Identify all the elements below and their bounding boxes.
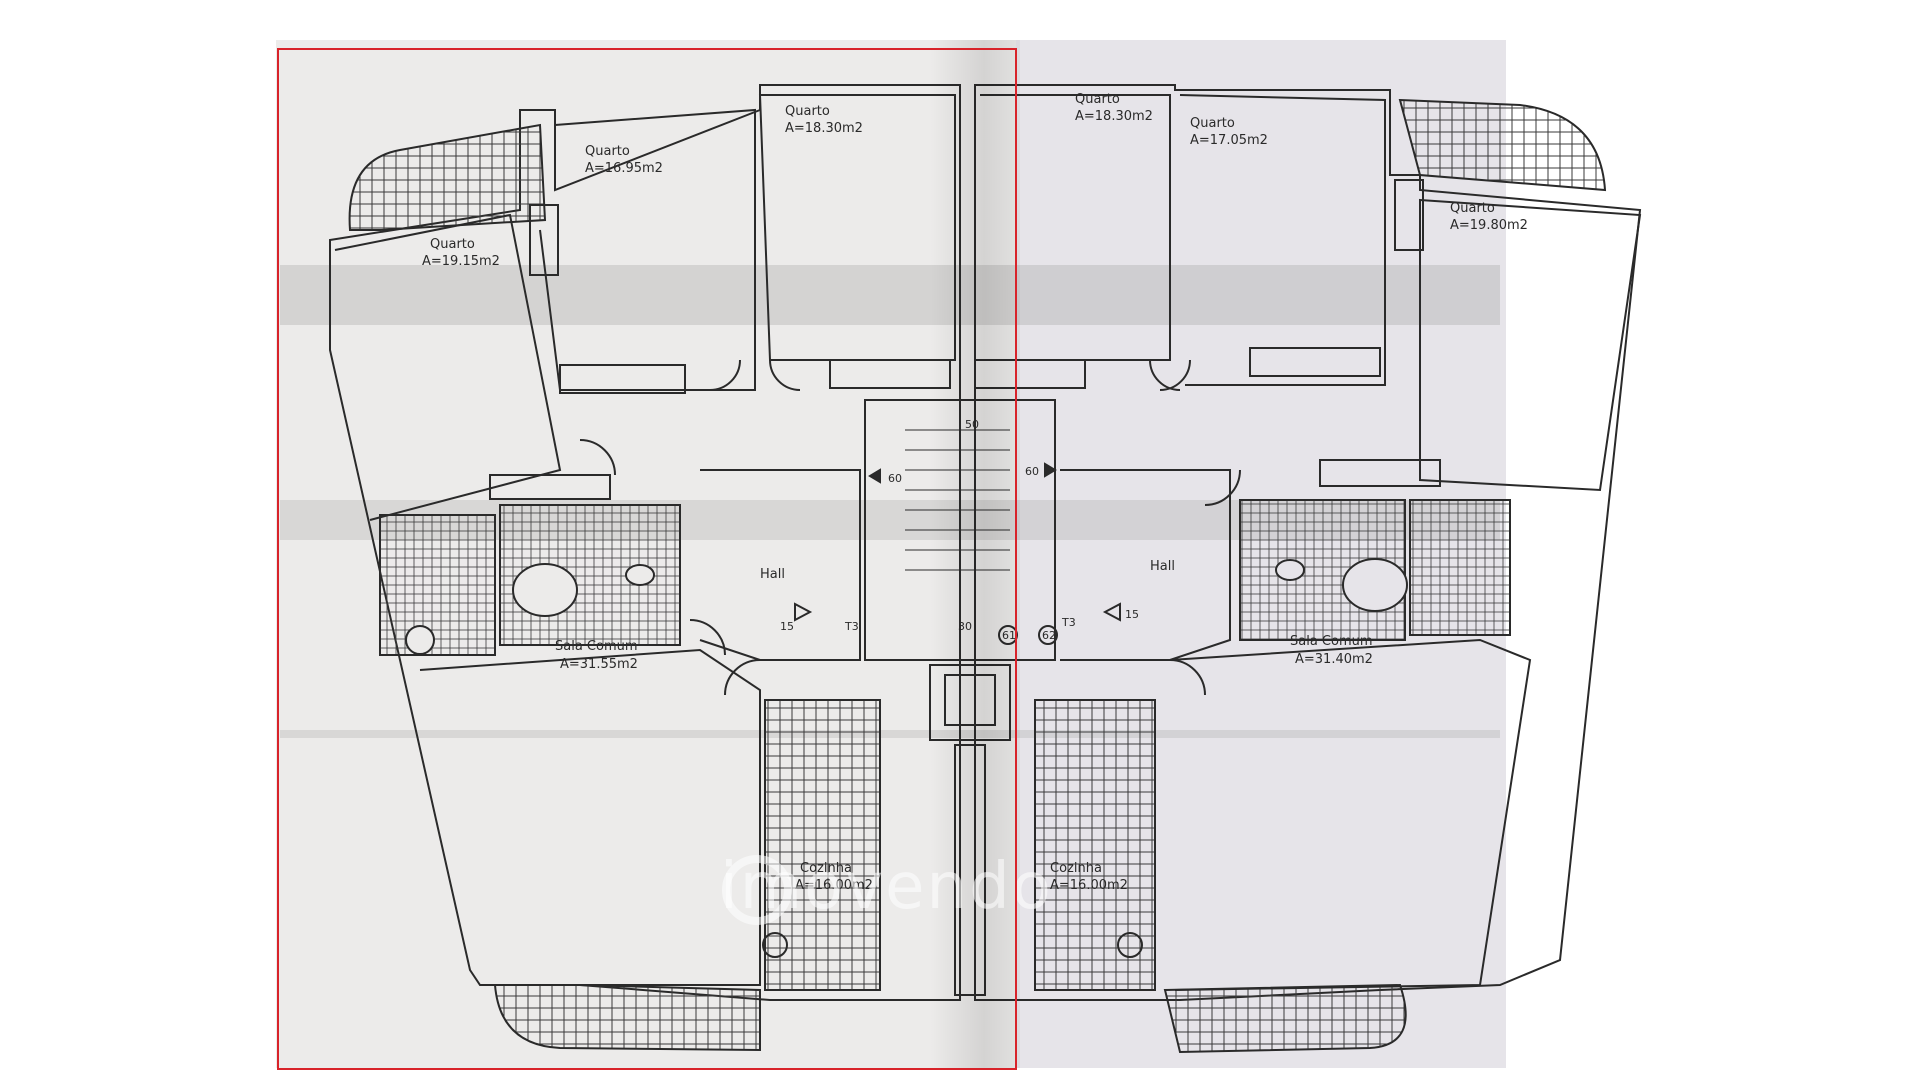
wall-quarto-c-left xyxy=(758,94,956,361)
wardrobe-right-3 xyxy=(1394,179,1424,251)
label-cozinha-left: Cozinha xyxy=(800,861,852,876)
sala-comum-left xyxy=(419,648,761,986)
balcony-top-right xyxy=(1398,98,1607,192)
circle-kitchen-right xyxy=(1117,932,1143,958)
bathroom-2-right xyxy=(1409,499,1511,636)
door-arc-left-5 xyxy=(724,659,761,696)
watermark-text: imovendo xyxy=(720,850,1053,924)
marker-61-circle xyxy=(998,625,1018,645)
elevator-car xyxy=(944,674,996,726)
bathtub-left xyxy=(512,563,578,617)
circle-kitchen-left xyxy=(762,932,788,958)
wall-quarto-b-right xyxy=(1179,94,1386,386)
wardrobe-right-2 xyxy=(1249,347,1381,377)
hall-right xyxy=(1060,469,1231,661)
hall-left xyxy=(699,469,861,661)
bathroom-1-left xyxy=(379,514,496,656)
label-hall-right: Hall xyxy=(1150,559,1175,574)
stair-treads xyxy=(905,429,1010,571)
wall-quarto-c-right xyxy=(1419,198,1642,492)
label-cozinha-right: Cozinha xyxy=(1050,861,1102,876)
area-quarto-a-left: A=19.15m2 xyxy=(422,254,500,269)
door-arc-left-1 xyxy=(709,359,741,391)
label-hall-left: Hall xyxy=(760,567,785,582)
label-quarto-a-left: Quarto xyxy=(430,237,475,252)
door-arc-right-4 xyxy=(1169,659,1206,696)
marker-t3-right: T3 xyxy=(1061,616,1076,629)
label-quarto-a-right: Quarto xyxy=(1075,92,1120,107)
marker-arrow-15-right xyxy=(1102,602,1121,622)
area-quarto-c-right: A=19.80m2 xyxy=(1450,218,1528,233)
marker-t3-left: T3 xyxy=(844,620,859,633)
bathtub-right xyxy=(1342,558,1408,612)
door-arc-left-2 xyxy=(769,359,801,391)
label-sala-right: Sala Comum xyxy=(1290,634,1373,649)
marker-62-circle xyxy=(1038,625,1058,645)
label-quarto-b-left: Quarto xyxy=(585,144,630,159)
area-quarto-c-left: A=18.30m2 xyxy=(785,121,863,136)
area-quarto-b-right: A=17.05m2 xyxy=(1190,133,1268,148)
balcony-bottom-right xyxy=(1163,983,1407,1054)
wardrobe-right-1 xyxy=(974,359,1086,389)
wardrobe-left-3 xyxy=(529,204,559,276)
wardrobe-right-4 xyxy=(1319,459,1441,487)
balcony-top-left xyxy=(348,123,547,231)
duct-core xyxy=(954,744,986,996)
marker-60-right: 60 xyxy=(1025,465,1039,478)
marker-15-right: 15 xyxy=(1125,608,1139,621)
stair-core xyxy=(864,399,1056,661)
marker-15-left: 15 xyxy=(780,620,794,633)
marker-arrow-60-right xyxy=(1044,462,1057,478)
wall-quarto-a-left xyxy=(334,213,562,521)
marker-arrow-15-left xyxy=(794,602,813,622)
area-sala-left: A=31.55m2 xyxy=(560,657,638,672)
paper-fold-shadow xyxy=(930,40,1020,1068)
marker-arrow-60-left xyxy=(868,468,881,484)
label-quarto-b-right: Quarto xyxy=(1190,116,1235,131)
wardrobe-left-2 xyxy=(829,359,951,389)
area-quarto-b-left: A=16.95m2 xyxy=(585,161,663,176)
area-cozinha-left: A=16.00m2 xyxy=(795,878,873,893)
door-arc-left-4 xyxy=(689,619,726,656)
kitchen-right xyxy=(1034,699,1156,991)
highlight-frame xyxy=(277,48,1017,1070)
kitchen-left xyxy=(764,699,881,991)
outer-wall-left xyxy=(329,84,961,1001)
area-quarto-a-right: A=18.30m2 xyxy=(1075,109,1153,124)
label-sala-left: Sala Comum xyxy=(555,639,638,654)
watermark-logo-icon xyxy=(722,855,792,925)
label-quarto-c-right: Quarto xyxy=(1450,201,1495,216)
marker-30: 30 xyxy=(958,620,972,633)
door-arc-right-2 xyxy=(1159,359,1191,391)
marker-50: 50 xyxy=(965,418,979,431)
area-cozinha-right: A=16.00m2 xyxy=(1050,878,1128,893)
sala-comum-right xyxy=(1169,638,1532,991)
wardrobe-left-1 xyxy=(559,364,686,394)
wall-quarto-b-left xyxy=(539,108,756,391)
wardrobe-left-4 xyxy=(489,474,611,500)
label-quarto-c-left: Quarto xyxy=(785,104,830,119)
sink-right xyxy=(1275,559,1305,581)
toilet-left xyxy=(405,625,435,655)
marker-60-left: 60 xyxy=(888,472,902,485)
door-arc-left-3 xyxy=(579,439,616,476)
door-arc-right-3 xyxy=(1204,469,1241,506)
marker-61: 61 xyxy=(1002,629,1016,642)
sink-left xyxy=(625,564,655,586)
marker-62: 62 xyxy=(1042,629,1056,642)
door-arc-right-1 xyxy=(1149,359,1181,391)
area-sala-right: A=31.40m2 xyxy=(1295,652,1373,667)
elevator-shaft xyxy=(929,664,1011,741)
balcony-bottom-left xyxy=(493,984,761,1052)
